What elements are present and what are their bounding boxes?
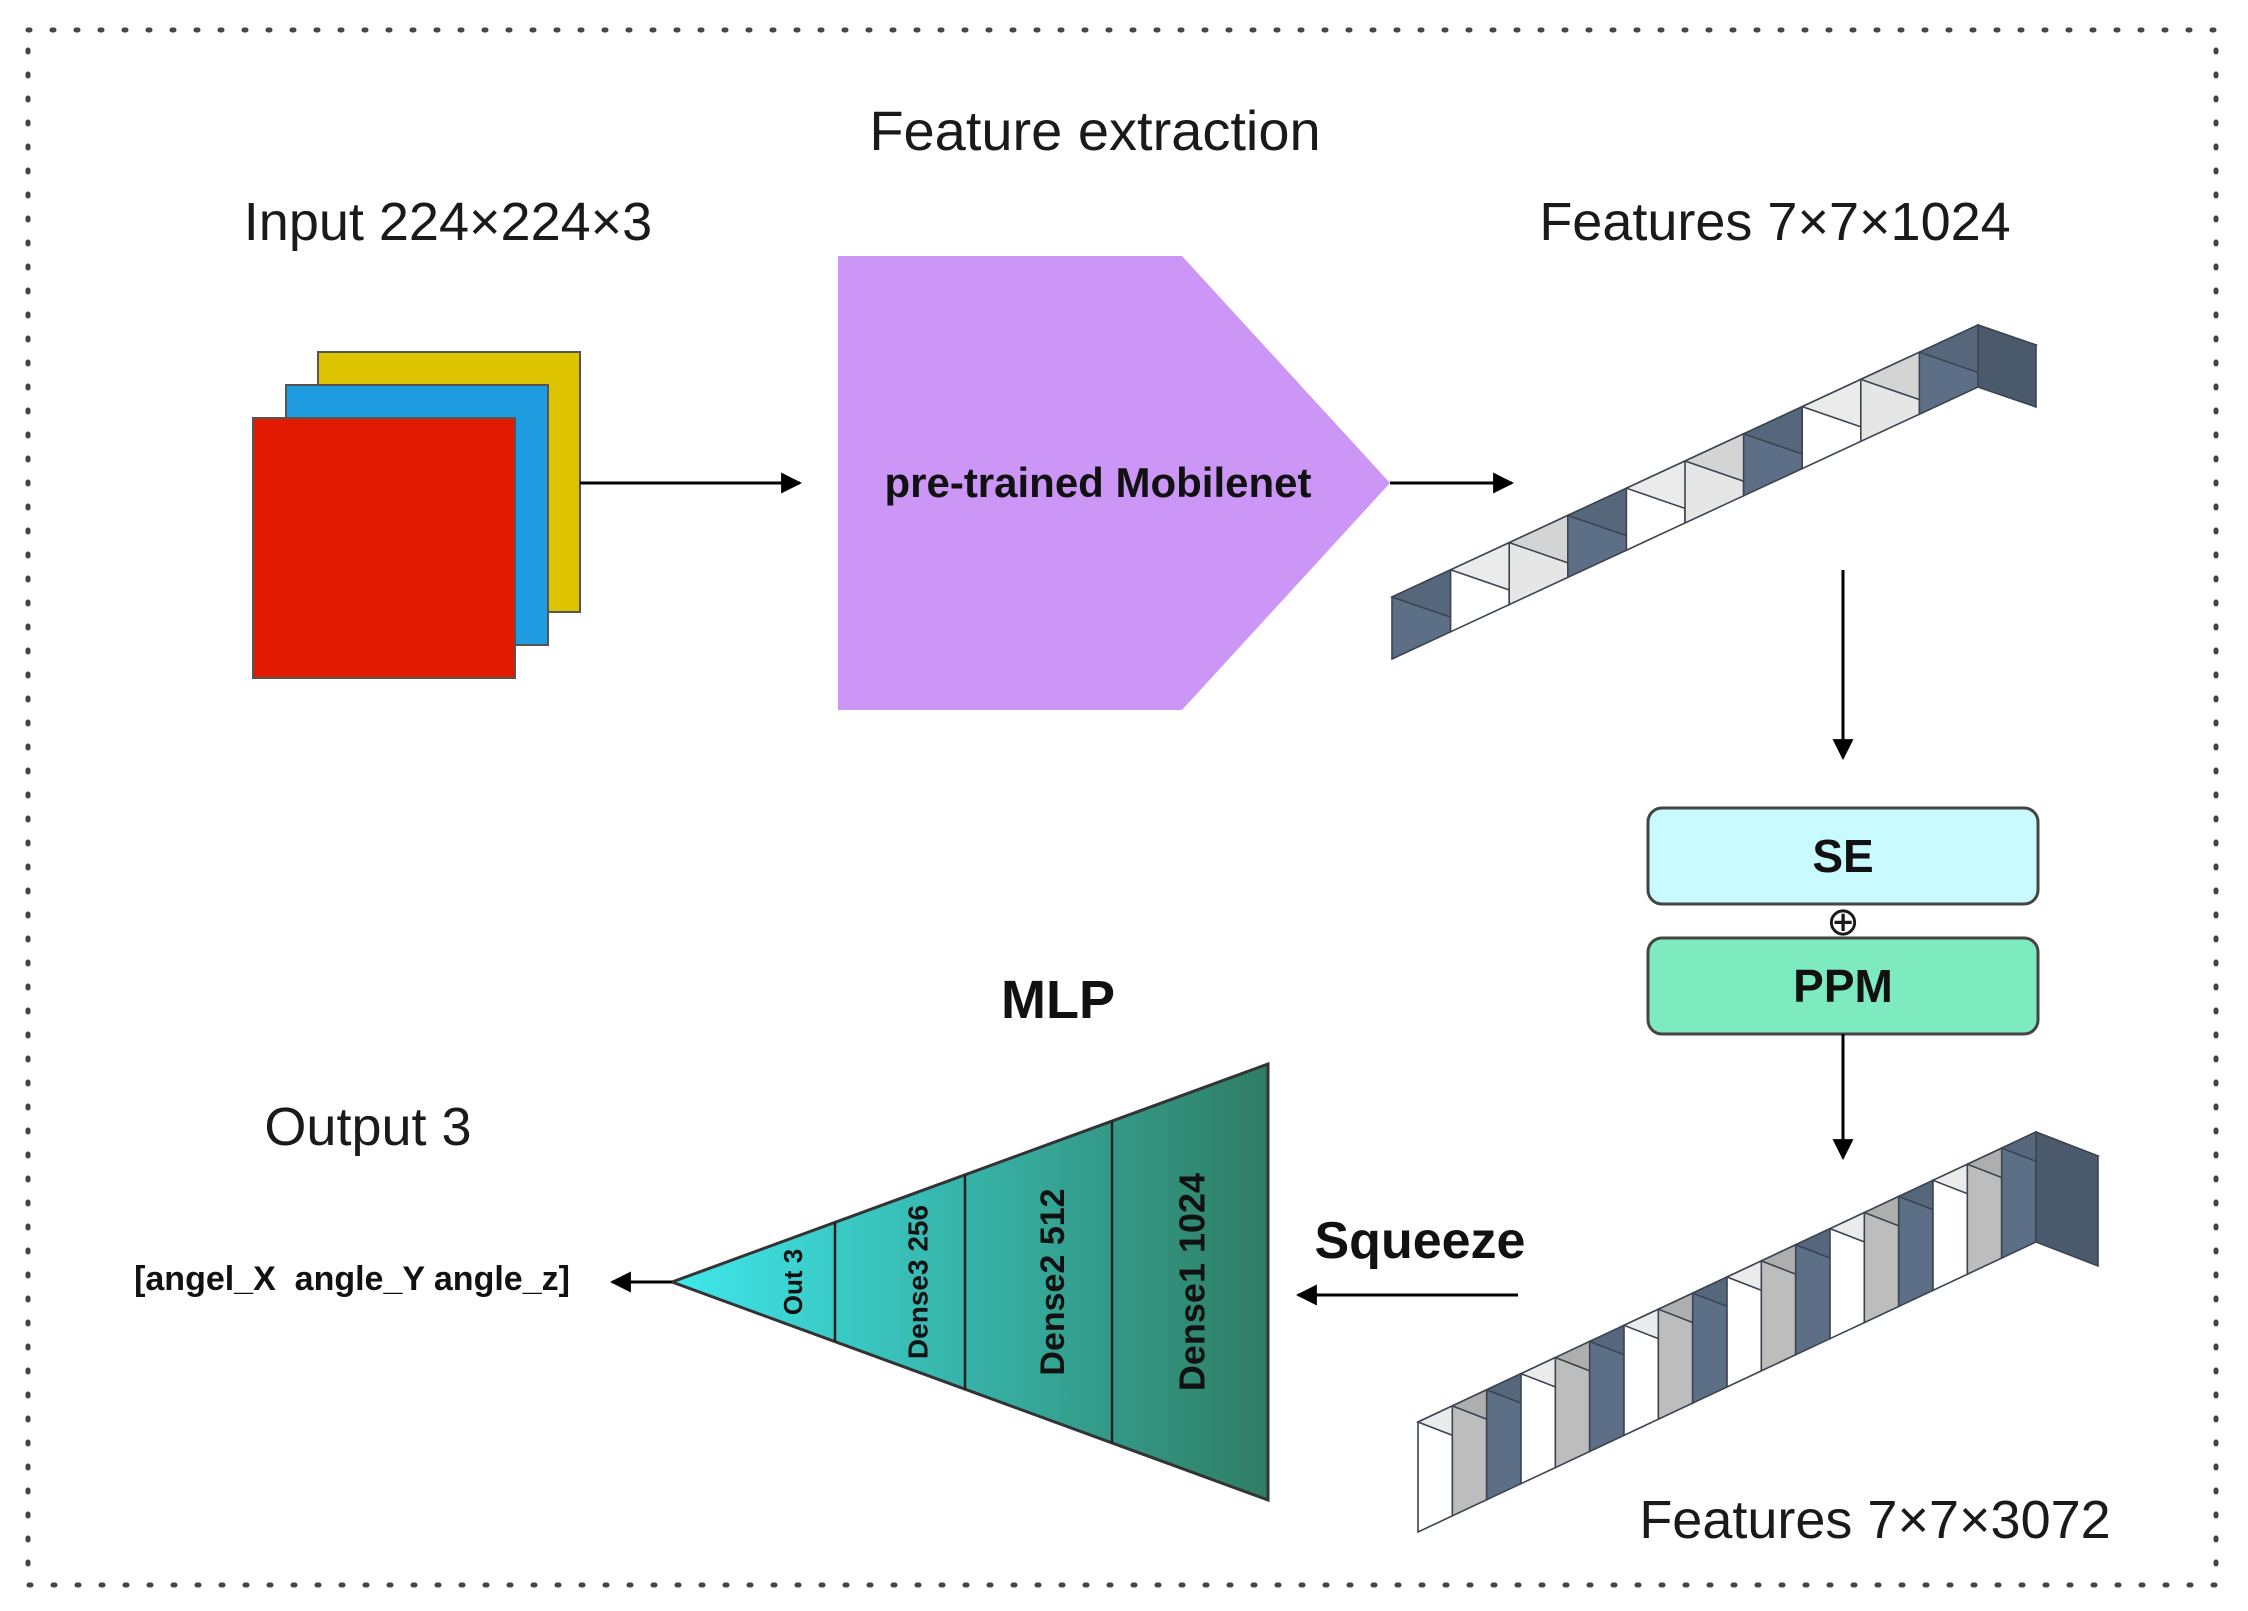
output-vector-label: [angel_X angle_Y angle_z] [134,1260,570,1298]
bar-3072-cube [1999,1130,2101,1268]
mlp-funnel [667,1061,1270,1503]
input-image-stack [252,351,581,679]
mlp-layers: Out 3 Dense3 256 Dense2 512 Dense1 1024 [778,1121,1213,1443]
input-channel-red [252,417,516,679]
mlp-layer-label: Dense1 1024 [1172,1173,1213,1391]
se-block [1646,806,2040,906]
bar-3072-cube-face-end [2035,1130,2099,1268]
features-3072-label: Features 7×7×3072 [1639,1490,2110,1550]
features-1024-label: Features 7×7×1024 [1539,192,2010,252]
mlp-title: MLP [1001,970,1115,1030]
backbone-label: pre-trained Mobilenet [884,459,1311,506]
feature-bar-3072 [1415,1130,2101,1534]
mlp-layer-label: Out 3 [778,1249,808,1315]
output-label: Output 3 [264,1097,471,1157]
mlp-layer-label: Dense3 256 [902,1205,933,1359]
bar-1024-cube-face-end [1977,323,2037,409]
feature-extraction-title: Feature extraction [869,99,1320,162]
se-label: SE [1812,830,1873,882]
feature-bar-1024 [1389,323,2039,661]
input-label: Input 224×224×3 [244,192,652,252]
bar-1024-cube [1917,323,2039,416]
squeeze-label: Squeeze [1315,1212,1526,1270]
mlp-layer-label: Dense2 512 [1034,1188,1072,1375]
ppm-label: PPM [1793,960,1893,1012]
mobilenet-backbone-block [838,256,1390,710]
